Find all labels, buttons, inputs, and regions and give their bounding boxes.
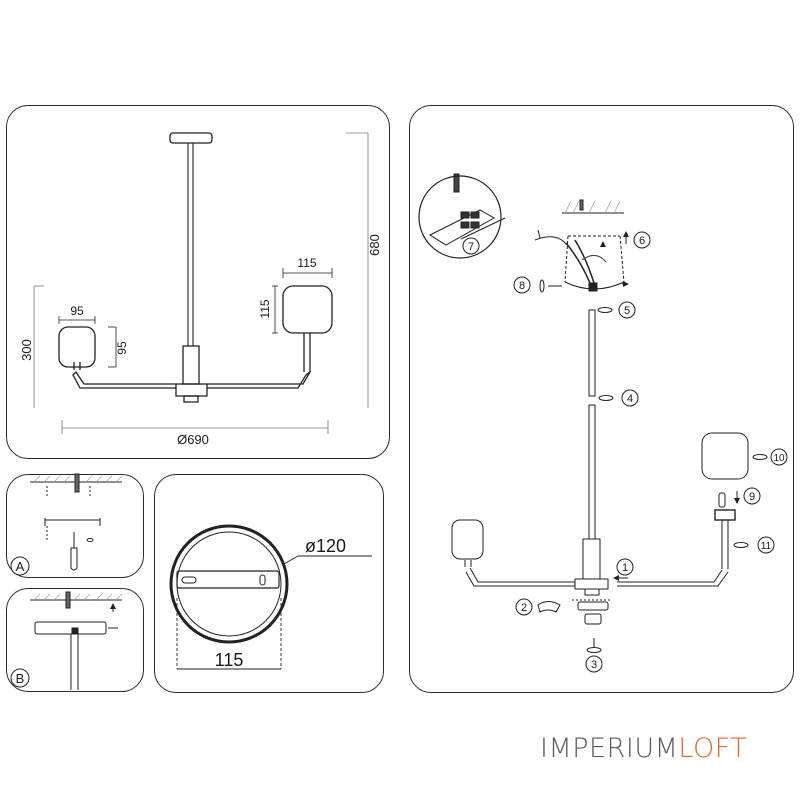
- large-shade-height-dimension: 115: [258, 299, 272, 318]
- mounting-step-b-panel: [6, 588, 144, 692]
- assembly-step-6: 6: [633, 231, 651, 249]
- assembly-step-10: 10: [770, 448, 788, 466]
- step-b-label: B: [16, 671, 25, 686]
- svg-text:3: 3: [591, 659, 597, 671]
- svg-text:10: 10: [773, 453, 785, 464]
- svg-text:11: 11: [761, 541, 772, 552]
- mounting-bracket: [176, 570, 280, 589]
- left-arm: [72, 370, 176, 389]
- bracket-width-dimension: 115: [215, 650, 244, 670]
- assembly-step-9: 9: [743, 487, 761, 505]
- svg-text:2: 2: [521, 602, 527, 614]
- svg-text:7: 7: [468, 241, 474, 253]
- dimension-lines: [33, 132, 369, 434]
- assembly-drawing: [428, 173, 768, 653]
- assembly-panel: [409, 105, 794, 693]
- brand-logo: IMPERIUMLOFT: [540, 733, 747, 764]
- assembly-step-8: 8: [513, 276, 531, 294]
- assembly-step-5: 5: [618, 301, 636, 319]
- assembly-step-3: 3: [585, 655, 603, 673]
- assembly-step-11: 11: [757, 536, 775, 554]
- arm-drop-dimension: 300: [19, 339, 34, 361]
- svg-text:9: 9: [749, 491, 755, 503]
- svg-text:6: 6: [639, 235, 645, 247]
- assembly-step-7: 7: [462, 237, 480, 255]
- step-a-label: A: [16, 559, 25, 574]
- assembly-step-badges: 1 2 3 4 5 6 7 8: [462, 231, 788, 673]
- svg-text:1: 1: [622, 562, 628, 574]
- assembly-step-4: 4: [621, 389, 639, 407]
- assembly-step-2: 2: [515, 598, 533, 616]
- assembly-step-1: 1: [616, 558, 634, 576]
- connector-detail-circle: [418, 175, 502, 259]
- central-body: [182, 345, 200, 385]
- svg-text:5: 5: [624, 305, 630, 317]
- step-a-drawing: [30, 473, 123, 571]
- large-shade-width-dimension: 115: [297, 256, 316, 270]
- canopy-plan-view: [169, 524, 372, 670]
- mounted-canopy: [34, 621, 107, 635]
- svg-text:4: 4: [627, 393, 633, 405]
- chandelier-elevation: [58, 132, 333, 403]
- span-dimension: Ø690: [177, 432, 209, 447]
- small-glass-shade: [58, 326, 96, 368]
- right-arm: [207, 371, 311, 389]
- small-shade-height-dimension: 95: [115, 341, 129, 355]
- brand-part-2: LOFT: [678, 733, 748, 764]
- ceiling-canopy: [169, 132, 213, 144]
- small-shade-width-dimension: 95: [70, 304, 84, 318]
- step-b-badge: [10, 668, 30, 688]
- brand-part-1: IMPERIUM: [540, 733, 679, 764]
- arm-hub: [175, 383, 208, 397]
- step-a-badge: [10, 556, 30, 576]
- large-glass-shade: [282, 285, 333, 334]
- canopy-diameter-dimension: ø120: [305, 536, 346, 556]
- height-dimension: 680: [367, 234, 382, 256]
- step-b-drawing: [30, 591, 123, 690]
- svg-text:8: 8: [519, 280, 525, 292]
